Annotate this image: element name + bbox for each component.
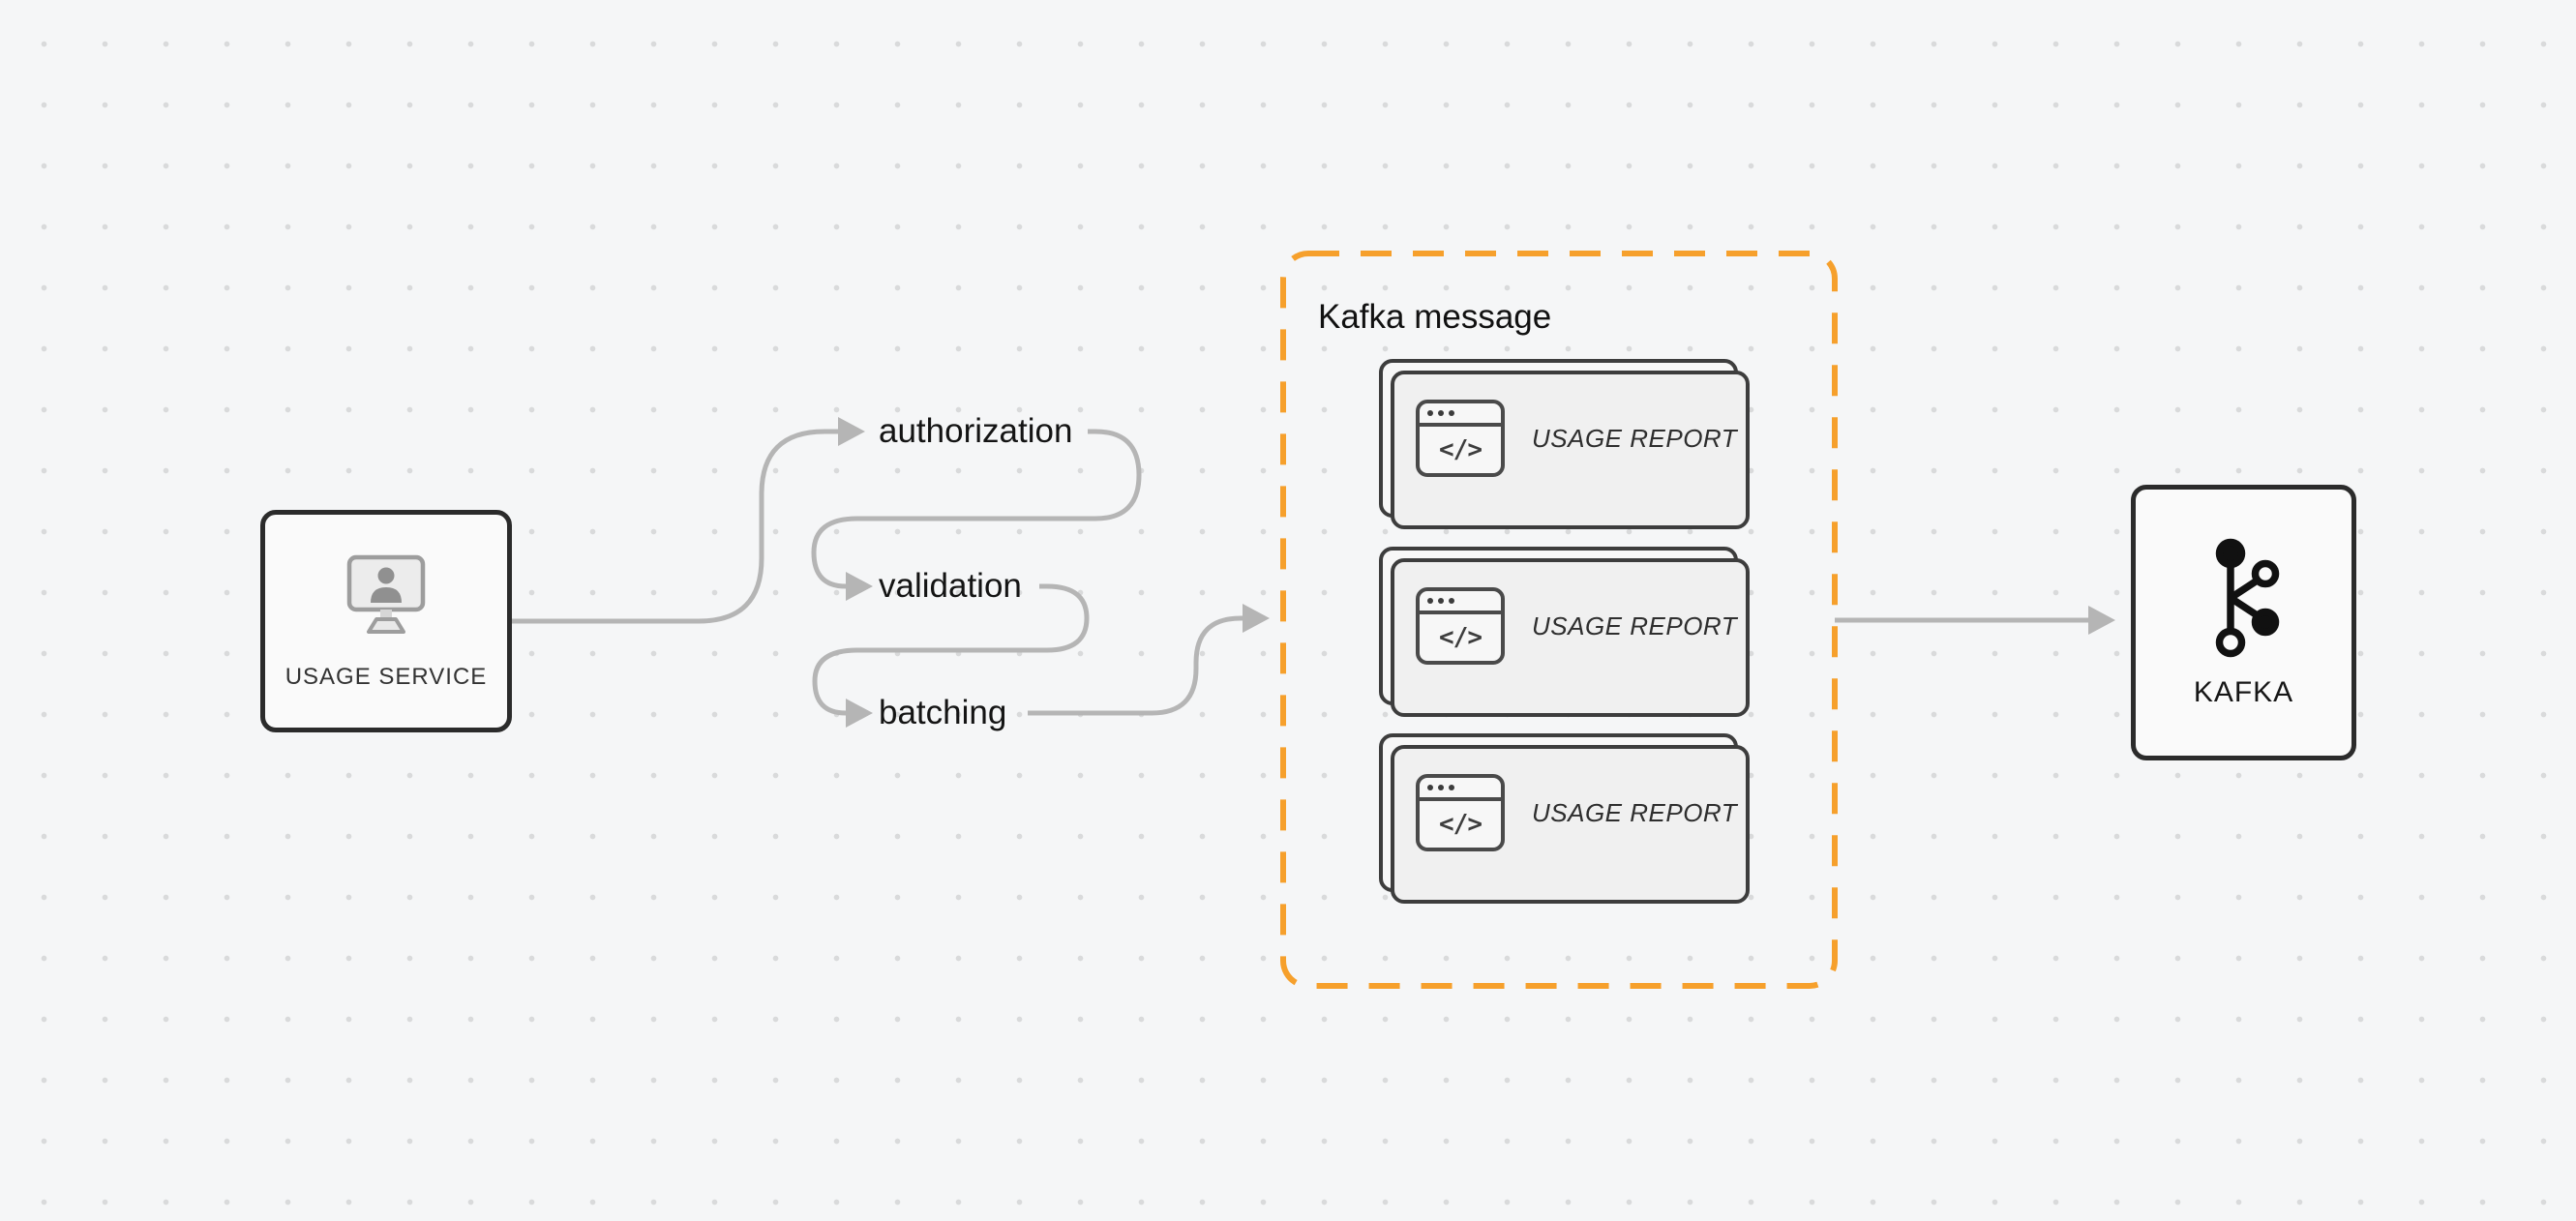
window-dot-icon	[1449, 785, 1454, 790]
arrow-usage-to-authorization	[512, 417, 865, 624]
code-glyph: </>	[1439, 623, 1483, 652]
browser-window-bar	[1420, 778, 1501, 801]
step-label-authorization: authorization	[879, 412, 1073, 450]
window-dot-icon	[1438, 598, 1444, 604]
window-dot-icon	[1427, 410, 1433, 416]
browser-code-icon: </>	[1416, 774, 1505, 851]
window-dot-icon	[1427, 598, 1433, 604]
step-label-batching: batching	[879, 694, 1007, 731]
kafka-label: KAFKA	[2193, 675, 2294, 708]
arrowhead-right-icon	[1243, 604, 1270, 633]
window-dot-icon	[1449, 598, 1454, 604]
step-label-validation: validation	[879, 567, 1022, 605]
window-dot-icon	[1427, 785, 1433, 790]
arrowhead-right-icon	[846, 572, 873, 601]
kafka-message-group-title: Kafka message	[1318, 298, 1552, 336]
arrowhead-right-icon	[2088, 606, 2115, 635]
browser-code-icon: </>	[1416, 587, 1505, 665]
usage-report-label: USAGE REPORT	[1532, 423, 1738, 453]
browser-window-bar	[1420, 403, 1501, 427]
usage-report-card: </> USAGE REPORT	[1379, 733, 1750, 904]
kafka-node: KAFKA	[2131, 485, 2356, 760]
window-dot-icon	[1449, 410, 1454, 416]
arrowhead-right-icon	[846, 699, 873, 728]
usage-report-label: USAGE REPORT	[1532, 797, 1738, 827]
browser-window-bar	[1420, 591, 1501, 614]
window-dot-icon	[1438, 785, 1444, 790]
window-dot-icon	[1438, 410, 1444, 416]
code-glyph: </>	[1439, 810, 1483, 839]
arrow-authorization-to-validation	[811, 429, 1142, 601]
kafka-message-group-outline	[1280, 251, 1838, 989]
arrowhead-right-icon	[838, 417, 865, 446]
browser-code-icon: </>	[1416, 400, 1505, 477]
arrow-validation-to-batching	[812, 583, 1090, 728]
arrow-batching-to-kafka-message	[1028, 604, 1270, 716]
user-monitor-icon	[346, 554, 426, 634]
arrow-kafka-message-to-kafka	[1835, 606, 2115, 635]
usage-report-card: </> USAGE REPORT	[1379, 547, 1750, 717]
usage-service-node: USAGE SERVICE	[260, 510, 512, 732]
kafka-logo-icon	[2215, 538, 2279, 657]
usage-report-label: USAGE REPORT	[1532, 610, 1738, 640]
usage-service-label: USAGE SERVICE	[285, 664, 488, 690]
code-glyph: </>	[1439, 435, 1483, 464]
usage-report-card: </> USAGE REPORT	[1379, 359, 1750, 529]
